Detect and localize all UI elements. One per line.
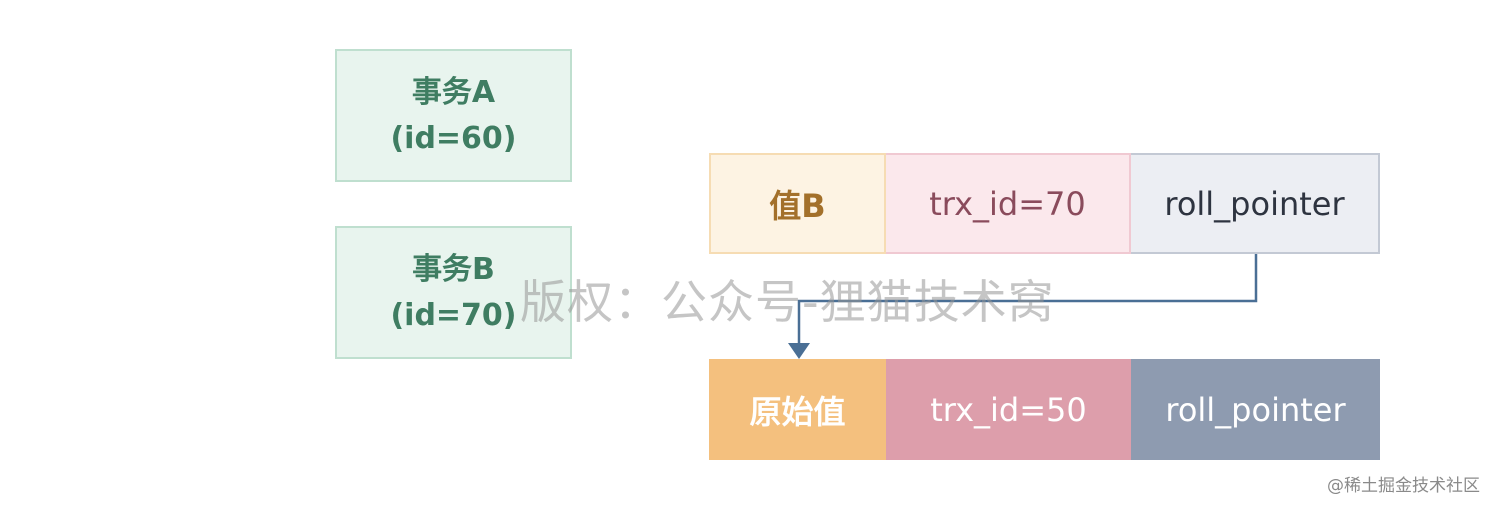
- site-credit: @稀土掘金技术社区: [1327, 476, 1480, 496]
- original-version-record: 原始值 trx_id=50 roll_pointer: [709, 359, 1380, 460]
- original-version-trx-id: trx_id=50: [886, 359, 1131, 460]
- new-version-trx-id: trx_id=70: [886, 153, 1131, 254]
- watermark: 版权：公众号-狸猫技术窝: [520, 275, 1055, 329]
- transaction-b-box: 事务B (id=70): [335, 226, 572, 359]
- transaction-a-id: (id=60): [390, 120, 517, 156]
- new-version-value: 值B: [709, 153, 886, 254]
- original-version-roll-pointer: roll_pointer: [1131, 359, 1380, 460]
- transaction-a-name: 事务A: [411, 74, 496, 110]
- roll-pointer-connector-line: [797, 254, 1258, 345]
- arrow-head-icon: [788, 343, 810, 359]
- new-version-roll-pointer: roll_pointer: [1131, 153, 1380, 254]
- transaction-a-box: 事务A (id=60): [335, 49, 572, 182]
- original-version-value: 原始值: [709, 359, 886, 460]
- transaction-b-name: 事务B: [412, 251, 495, 287]
- transaction-b-id: (id=70): [390, 297, 517, 333]
- new-version-record: 值B trx_id=70 roll_pointer: [709, 153, 1380, 254]
